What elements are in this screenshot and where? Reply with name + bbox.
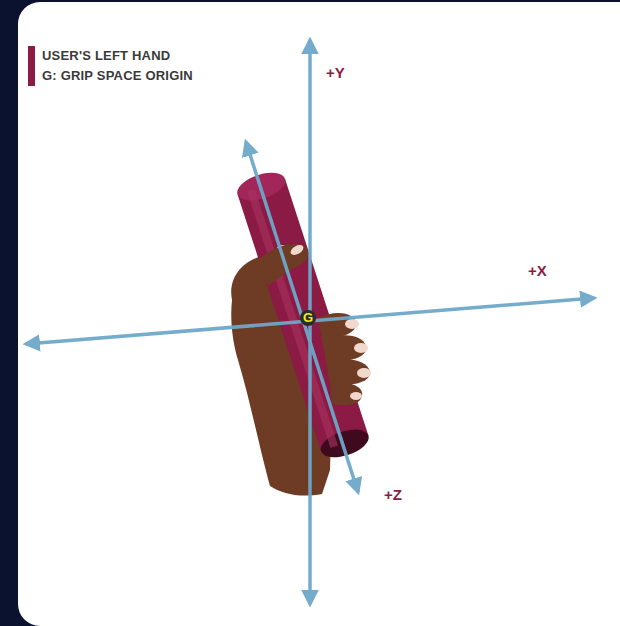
legend-text: USER'S LEFT HAND <box>42 48 170 63</box>
controller-cylinder <box>234 167 372 462</box>
legend-text: G: GRIP SPACE ORIGIN <box>42 68 193 83</box>
finger-nails <box>345 319 371 400</box>
axis-label: +X <box>528 262 547 279</box>
axes <box>26 40 594 604</box>
axis-label: +Y <box>326 64 345 81</box>
axis-label: +Z <box>384 486 402 503</box>
origin-label: G <box>300 310 316 326</box>
legend-swatch <box>28 46 35 66</box>
legend-swatch <box>28 66 35 86</box>
